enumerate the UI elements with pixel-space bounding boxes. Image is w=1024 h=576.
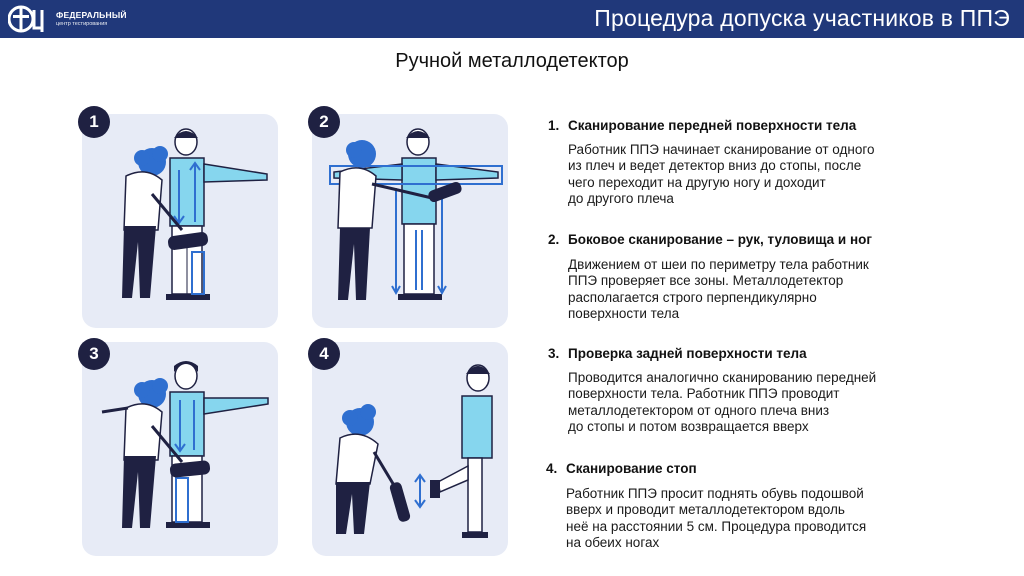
step-4-line: на обеих ногах bbox=[566, 535, 660, 551]
side-scan-illustration bbox=[329, 128, 503, 300]
page-title: Процедура допуска участников в ППЭ bbox=[594, 5, 1010, 31]
step-3-line: металлодетектором от одного плеча вниз bbox=[568, 402, 830, 418]
front-scan-illustration bbox=[122, 128, 268, 300]
logo-mark-icon bbox=[8, 5, 44, 33]
step-1-line: чего переходит на другую ногу и доходит bbox=[568, 174, 826, 190]
illustration-panel-2 bbox=[312, 114, 508, 328]
step-2-line: располагается строго перпендикулярно bbox=[568, 289, 817, 305]
header-bar: ФЕДЕРАЛЬНЫЙ центр тестирования Процедура… bbox=[0, 0, 1024, 38]
step-2-description: Движением от шеи по периметру тела работ… bbox=[568, 257, 948, 323]
illustration-panel-1 bbox=[82, 114, 278, 328]
step-3-line: Проводится аналогично сканированию перед… bbox=[568, 370, 877, 385]
step-badge-2: 2 bbox=[308, 106, 340, 138]
step-4-title: 4. Сканирование стоп bbox=[546, 461, 697, 476]
step-2-line: поверхности тела bbox=[568, 306, 680, 322]
step-4-line: вверх и проводит металлодетектором вдоль bbox=[566, 502, 845, 518]
step-2-line: Движением от шеи по периметру тела работ… bbox=[568, 257, 869, 272]
step-1-line: из плеч и ведет детектор вниз до стопы, … bbox=[568, 158, 862, 174]
step-4-title-text: Сканирование стоп bbox=[566, 461, 697, 476]
step-1-number: 1. bbox=[548, 118, 560, 133]
logo-line-1: ФЕДЕРАЛЬНЫЙ bbox=[56, 10, 127, 20]
step-3-line: до стопы и потом возвращается вверх bbox=[568, 419, 809, 435]
step-1-description: Работник ППЭ начинает сканирование от од… bbox=[568, 142, 948, 208]
back-scan-illustration bbox=[101, 361, 269, 528]
step-1-line: Работник ППЭ начинает сканирование от од… bbox=[568, 142, 875, 157]
step-badge-4: 4 bbox=[308, 338, 340, 370]
step-badge-1: 1 bbox=[78, 106, 110, 138]
step-3-line: поверхности тела. Работник ППЭ проводит bbox=[568, 386, 840, 402]
step-4-line: Работник ППЭ просит поднять обувь подошв… bbox=[566, 486, 864, 501]
step-2-title: 2. Боковое сканирование – рук, туловища и… bbox=[548, 232, 872, 247]
step-3-title: 3. Проверка задней поверхности тела bbox=[548, 346, 807, 361]
foot-scan-illustration bbox=[335, 364, 493, 538]
step-2-number: 2. bbox=[548, 232, 560, 247]
illustration-panel-3 bbox=[82, 342, 278, 556]
step-2-title-text: Боковое сканирование – рук, туловища и н… bbox=[568, 232, 872, 247]
step-3-description: Проводится аналогично сканированию перед… bbox=[568, 370, 948, 436]
step-badge-3: 3 bbox=[78, 338, 110, 370]
step-4-line: неё на расстоянии 5 см. Процедура провод… bbox=[566, 518, 867, 534]
step-1-title: 1. Сканирование передней поверхности тела bbox=[548, 118, 856, 133]
step-1-title-text: Сканирование передней поверхности тела bbox=[568, 118, 857, 133]
step-4-description: Работник ППЭ просит поднять обувь подошв… bbox=[566, 486, 946, 552]
step-3-title-text: Проверка задней поверхности тела bbox=[568, 346, 807, 361]
section-subtitle: Ручной металлодетектор bbox=[395, 50, 629, 72]
logo-line-2: центр тестирования bbox=[56, 20, 108, 27]
step-2-line: ППЭ проверяет все зоны. Металлодетектор bbox=[568, 273, 844, 289]
step-1-line: до другого плеча bbox=[568, 191, 674, 207]
step-3-number: 3. bbox=[548, 346, 560, 361]
illustration-panel-4 bbox=[312, 342, 508, 556]
step-4-number: 4. bbox=[546, 461, 558, 476]
logo: ФЕДЕРАЛЬНЫЙ центр тестирования bbox=[8, 4, 127, 34]
